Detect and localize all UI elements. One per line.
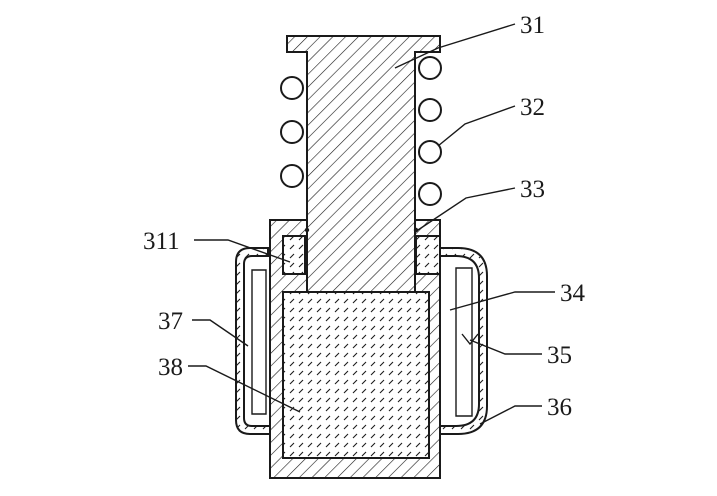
reference-labels: 31 32 33 311 34 37 35 38 36 <box>143 12 586 421</box>
label-31: 31 <box>520 12 545 39</box>
label-37: 37 <box>158 308 183 335</box>
label-35: 35 <box>547 342 572 369</box>
plunger-31 <box>286 35 441 293</box>
label-33: 33 <box>520 176 545 203</box>
inner-channel <box>251 267 479 417</box>
label-34: 34 <box>560 280 586 307</box>
core-38 <box>282 291 430 459</box>
label-36: 36 <box>547 394 572 421</box>
spring-32 <box>280 56 442 206</box>
label-32: 32 <box>520 94 545 121</box>
guide-block-311 <box>282 235 441 275</box>
label-38: 38 <box>158 354 183 381</box>
label-311: 311 <box>143 228 180 255</box>
leader-lines <box>188 23 555 425</box>
